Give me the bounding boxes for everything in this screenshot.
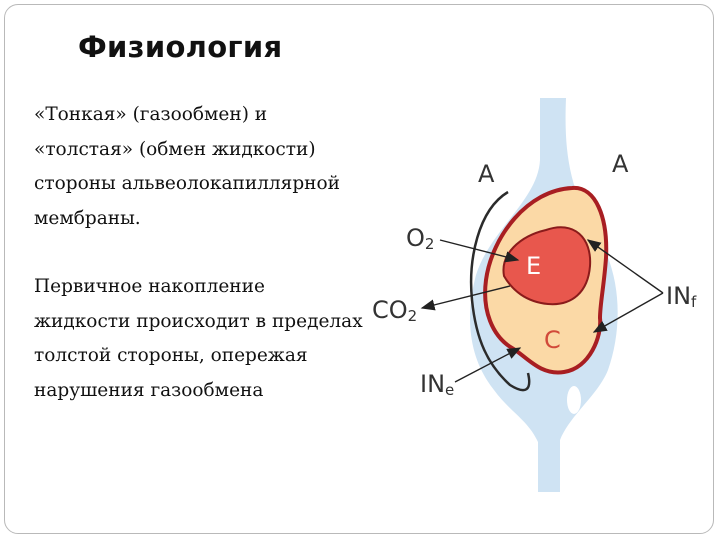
vessel-highlight [567,386,581,414]
arrow-inf-lower [592,292,664,333]
label-inf: INf [666,282,697,311]
slide-title: Физиология [78,30,283,64]
slide-body: «Тонкая» (газообмен) и «толстая» (обмен … [34,98,364,408]
label-erythrocyte: E [526,252,541,280]
label-ine: INe [420,370,454,399]
alveolar-membrane-outline [469,190,531,392]
arrow-ine [454,347,522,383]
label-capillary: C [544,326,561,354]
vessel-highlight [600,152,608,172]
label-co2: CO2 [372,296,417,325]
paragraph-membrane-sides: «Тонкая» (газообмен) и «толстая» (обмен … [34,104,340,229]
label-alveolus-left: A [478,160,495,188]
paragraph-fluid-accumulation: Первичное накопление жидкости происходит… [34,276,363,401]
arrow-co2 [420,285,511,311]
arrow-inf-upper [586,239,664,294]
arrow-o2 [439,239,520,263]
alveolar-capillary-diagram: A A O2 CO2 E C INf INe [372,98,697,492]
label-o2: O2 [406,224,434,253]
label-alveolus-right: A [612,150,629,178]
